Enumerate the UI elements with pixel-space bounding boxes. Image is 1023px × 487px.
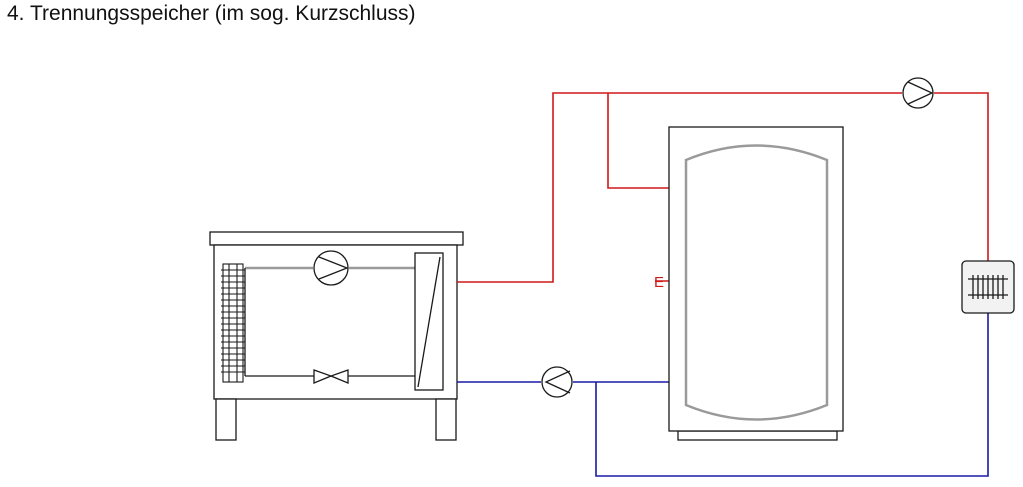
heat-pump-leg-right: [435, 398, 457, 441]
compressor-icon: [313, 250, 349, 286]
electric-heater-label: E: [654, 274, 664, 291]
electric-heater-icon: E: [654, 274, 664, 291]
condenser-icon: [414, 252, 444, 391]
tank-vessel: [684, 144, 829, 421]
refrigerant-circuit: [244, 266, 415, 377]
heat-pump-top-cover: [209, 231, 464, 246]
supply-pump-icon: [902, 77, 934, 109]
radiator-icon: [961, 260, 1015, 314]
expansion-valve-icon: [313, 369, 349, 384]
evaporator-coil-icon: [221, 263, 245, 383]
page-title: 4. Trennungsspeicher (im sog. Kurzschlus…: [7, 2, 416, 25]
return-line: [457, 313, 989, 477]
heat-pump-leg-left: [215, 398, 237, 441]
tank-base: [677, 430, 838, 441]
return-pump-icon: [541, 366, 573, 398]
buffer-tank: [668, 126, 844, 441]
